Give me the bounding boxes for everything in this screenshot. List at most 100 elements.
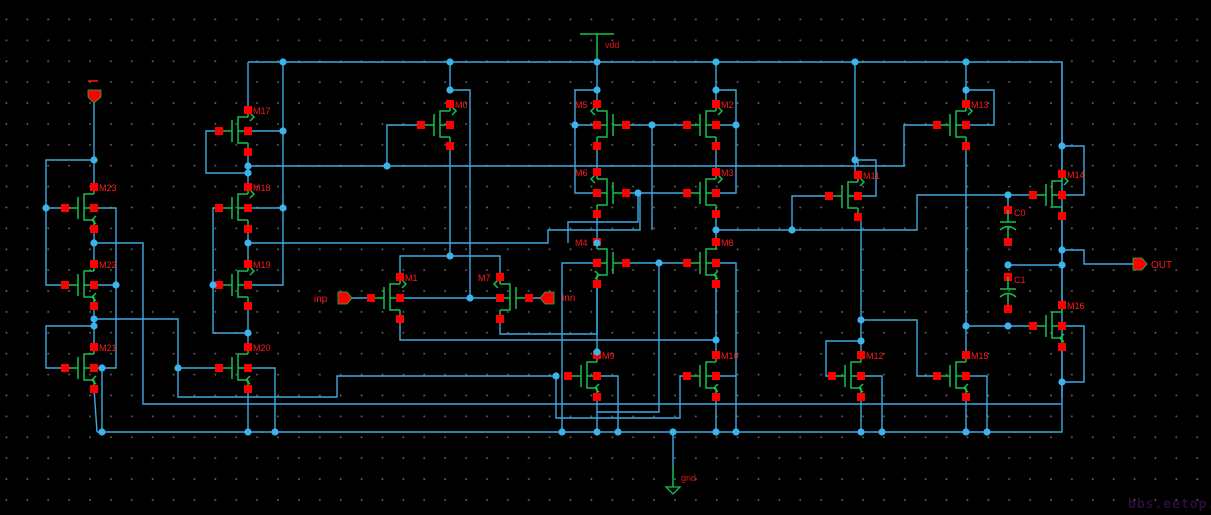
- pin[interactable]: [622, 121, 630, 129]
- transistor-m20[interactable]: M20: [215, 343, 271, 393]
- pin[interactable]: [496, 315, 504, 323]
- pin[interactable]: [683, 189, 691, 197]
- pin[interactable]: [244, 364, 252, 372]
- pin[interactable]: [712, 142, 720, 150]
- transistor-m11[interactable]: M11: [825, 171, 880, 221]
- transistor-m13[interactable]: M13: [933, 100, 989, 150]
- pin[interactable]: [622, 189, 630, 197]
- pin[interactable]: [525, 294, 533, 302]
- pin[interactable]: [1029, 322, 1037, 330]
- pin[interactable]: [1029, 191, 1037, 199]
- pin[interactable]: [564, 372, 572, 380]
- pin[interactable]: [593, 121, 601, 129]
- pin[interactable]: [90, 385, 98, 393]
- pin[interactable]: [244, 260, 252, 268]
- pin[interactable]: [244, 302, 252, 310]
- pin[interactable]: [712, 210, 720, 218]
- pin[interactable]: [854, 171, 862, 179]
- capacitor-c0[interactable]: C0: [999, 206, 1026, 246]
- pin[interactable]: [90, 204, 98, 212]
- pin[interactable]: [367, 294, 375, 302]
- pin[interactable]: [61, 281, 69, 289]
- pin[interactable]: [712, 238, 720, 246]
- pin[interactable]: [396, 273, 404, 281]
- transistor-m8[interactable]: M8: [683, 238, 734, 288]
- pin[interactable]: [1004, 238, 1012, 246]
- pin[interactable]: [593, 168, 601, 176]
- pin[interactable]: [962, 121, 970, 129]
- pin[interactable]: [1058, 322, 1066, 330]
- pin[interactable]: [1058, 301, 1066, 309]
- pin[interactable]: [244, 225, 252, 233]
- pin[interactable]: [244, 106, 252, 114]
- pin[interactable]: [215, 204, 223, 212]
- pin[interactable]: [396, 315, 404, 323]
- pin[interactable]: [90, 225, 98, 233]
- transistor-m7[interactable]: M7: [478, 273, 533, 323]
- pin[interactable]: [244, 148, 252, 156]
- pin[interactable]: [854, 213, 862, 221]
- transistor-m0[interactable]: M0: [417, 100, 468, 150]
- port-inn[interactable]: inn: [539, 291, 575, 305]
- pin[interactable]: [828, 372, 836, 380]
- capacitor-c1[interactable]: C1: [999, 273, 1026, 313]
- pin[interactable]: [1004, 305, 1012, 313]
- port-inp[interactable]: inp: [314, 291, 353, 305]
- transistor-m6[interactable]: M6: [575, 168, 630, 218]
- pin[interactable]: [593, 142, 601, 150]
- pin[interactable]: [244, 385, 252, 393]
- pin[interactable]: [593, 280, 601, 288]
- pin[interactable]: [215, 281, 223, 289]
- pin[interactable]: [712, 351, 720, 359]
- transistor-m23[interactable]: M23: [61, 183, 117, 233]
- pin[interactable]: [825, 192, 833, 200]
- pin[interactable]: [1058, 191, 1066, 199]
- pin[interactable]: [215, 364, 223, 372]
- transistor-m12[interactable]: M12: [828, 351, 884, 401]
- pin[interactable]: [593, 210, 601, 218]
- pin[interactable]: [244, 183, 252, 191]
- transistor-m3[interactable]: M3: [683, 168, 734, 218]
- transistor-m14[interactable]: M14: [1029, 170, 1085, 220]
- transistor-m16[interactable]: M16: [1029, 301, 1085, 351]
- pin[interactable]: [61, 204, 69, 212]
- transistor-m2[interactable]: M2: [683, 100, 734, 150]
- pin[interactable]: [593, 100, 601, 108]
- pin[interactable]: [712, 189, 720, 197]
- pin[interactable]: [244, 281, 252, 289]
- pin[interactable]: [90, 343, 98, 351]
- pin[interactable]: [446, 121, 454, 129]
- pin[interactable]: [712, 280, 720, 288]
- pin[interactable]: [962, 393, 970, 401]
- pin[interactable]: [396, 294, 404, 302]
- pin[interactable]: [712, 372, 720, 380]
- pin[interactable]: [1058, 170, 1066, 178]
- pin[interactable]: [90, 260, 98, 268]
- pin[interactable]: [90, 281, 98, 289]
- pin[interactable]: [962, 372, 970, 380]
- pin[interactable]: [854, 192, 862, 200]
- pin[interactable]: [446, 100, 454, 108]
- pin[interactable]: [593, 259, 601, 267]
- pin[interactable]: [962, 351, 970, 359]
- pin[interactable]: [244, 343, 252, 351]
- pin[interactable]: [593, 189, 601, 197]
- transistor-m15[interactable]: M15: [933, 351, 989, 401]
- pin[interactable]: [857, 393, 865, 401]
- pin[interactable]: [712, 393, 720, 401]
- pin[interactable]: [712, 168, 720, 176]
- pin[interactable]: [712, 100, 720, 108]
- transistor-m18[interactable]: M18: [215, 183, 271, 233]
- pin[interactable]: [857, 351, 865, 359]
- pin[interactable]: [962, 142, 970, 150]
- pin[interactable]: [712, 121, 720, 129]
- transistor-m19[interactable]: M19: [215, 260, 271, 310]
- pin[interactable]: [622, 259, 630, 267]
- pin[interactable]: [90, 364, 98, 372]
- transistor-m1[interactable]: M1: [367, 273, 418, 323]
- transistor-m17[interactable]: M17: [215, 106, 271, 156]
- pin[interactable]: [61, 364, 69, 372]
- pin[interactable]: [683, 121, 691, 129]
- transistor-m22[interactable]: M22: [61, 260, 117, 310]
